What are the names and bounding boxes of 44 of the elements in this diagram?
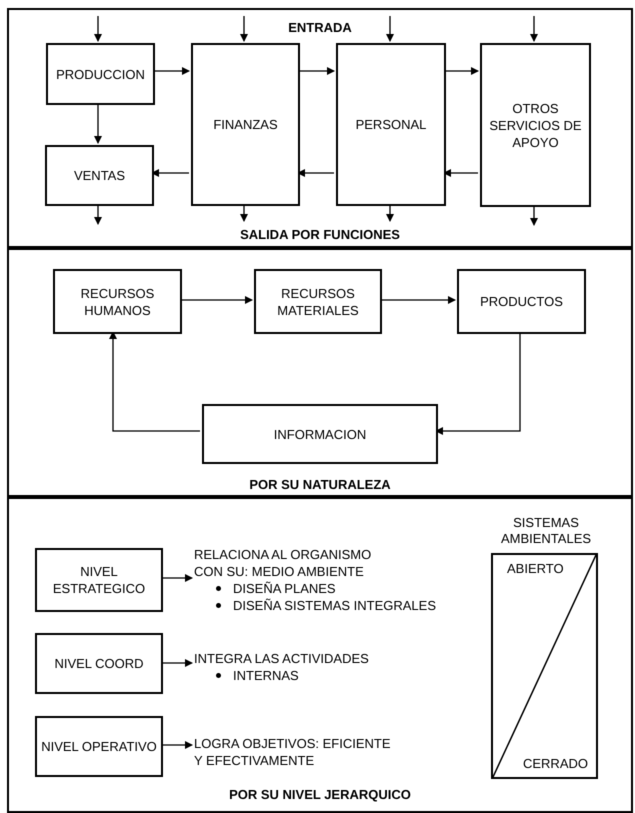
- arrow: [94, 103, 102, 144]
- arrow: [298, 67, 335, 75]
- description-text: INTEGRA LAS ACTIVIDADES: [194, 650, 369, 667]
- arrow: [161, 741, 193, 749]
- section-heading: SALIDA POR FUNCIONES: [240, 226, 400, 244]
- section-heading: POR SU NIVEL JERARQUICO: [229, 786, 411, 804]
- bullet-text: INTERNAS: [233, 667, 299, 684]
- arrow: [240, 204, 248, 222]
- split-box: [491, 553, 598, 779]
- arrow: [161, 659, 193, 667]
- process-box: PRODUCCION: [46, 43, 155, 105]
- process-box: RECURSOS MATERIALES: [254, 269, 382, 334]
- process-box: RECURSOS HUMANOS: [53, 269, 182, 334]
- section-heading: ENTRADA: [288, 19, 352, 37]
- section-panel: [7, 248, 633, 497]
- arrow: [386, 204, 394, 222]
- arrow: [94, 204, 102, 225]
- arrow: [386, 16, 394, 42]
- arrow: [530, 205, 538, 226]
- process-box: NIVEL OPERATIVO: [35, 716, 163, 777]
- arrow: [240, 16, 248, 42]
- process-box: OTROS SERVICIOS DE APOYO: [480, 43, 591, 207]
- process-box: NIVEL COORD: [35, 633, 163, 694]
- process-box: PERSONAL: [336, 43, 446, 206]
- arrow: [530, 16, 538, 42]
- bullet-text: DISEÑA SISTEMAS INTEGRALES: [233, 597, 436, 614]
- arrow: [94, 16, 102, 42]
- description-text: RELACIONA AL ORGANISMO CON SU: MEDIO AMBIENTE: [194, 546, 372, 580]
- process-box: FINANZAS: [191, 43, 300, 206]
- section-heading: POR SU NATURALEZA: [249, 476, 391, 494]
- arrow: [161, 574, 193, 582]
- arrow: [444, 67, 479, 75]
- arrow: [180, 296, 253, 304]
- process-box: INFORMACION: [202, 404, 438, 464]
- arrow: [380, 296, 456, 304]
- description-text: LOGRA OBJETIVOS: EFICIENTE Y EFECTIVAMENTE: [194, 735, 392, 769]
- process-box: VENTAS: [45, 145, 154, 206]
- process-box: PRODUCTOS: [457, 269, 586, 334]
- bullet-text: DISEÑA PLANES: [233, 580, 336, 597]
- arrow: [153, 67, 190, 75]
- process-box: NIVEL ESTRATEGICO: [35, 548, 163, 612]
- section-panel: [7, 8, 633, 248]
- box-caption: SISTEMAS AMBIENTALES: [500, 515, 592, 547]
- section-panel: [7, 497, 633, 813]
